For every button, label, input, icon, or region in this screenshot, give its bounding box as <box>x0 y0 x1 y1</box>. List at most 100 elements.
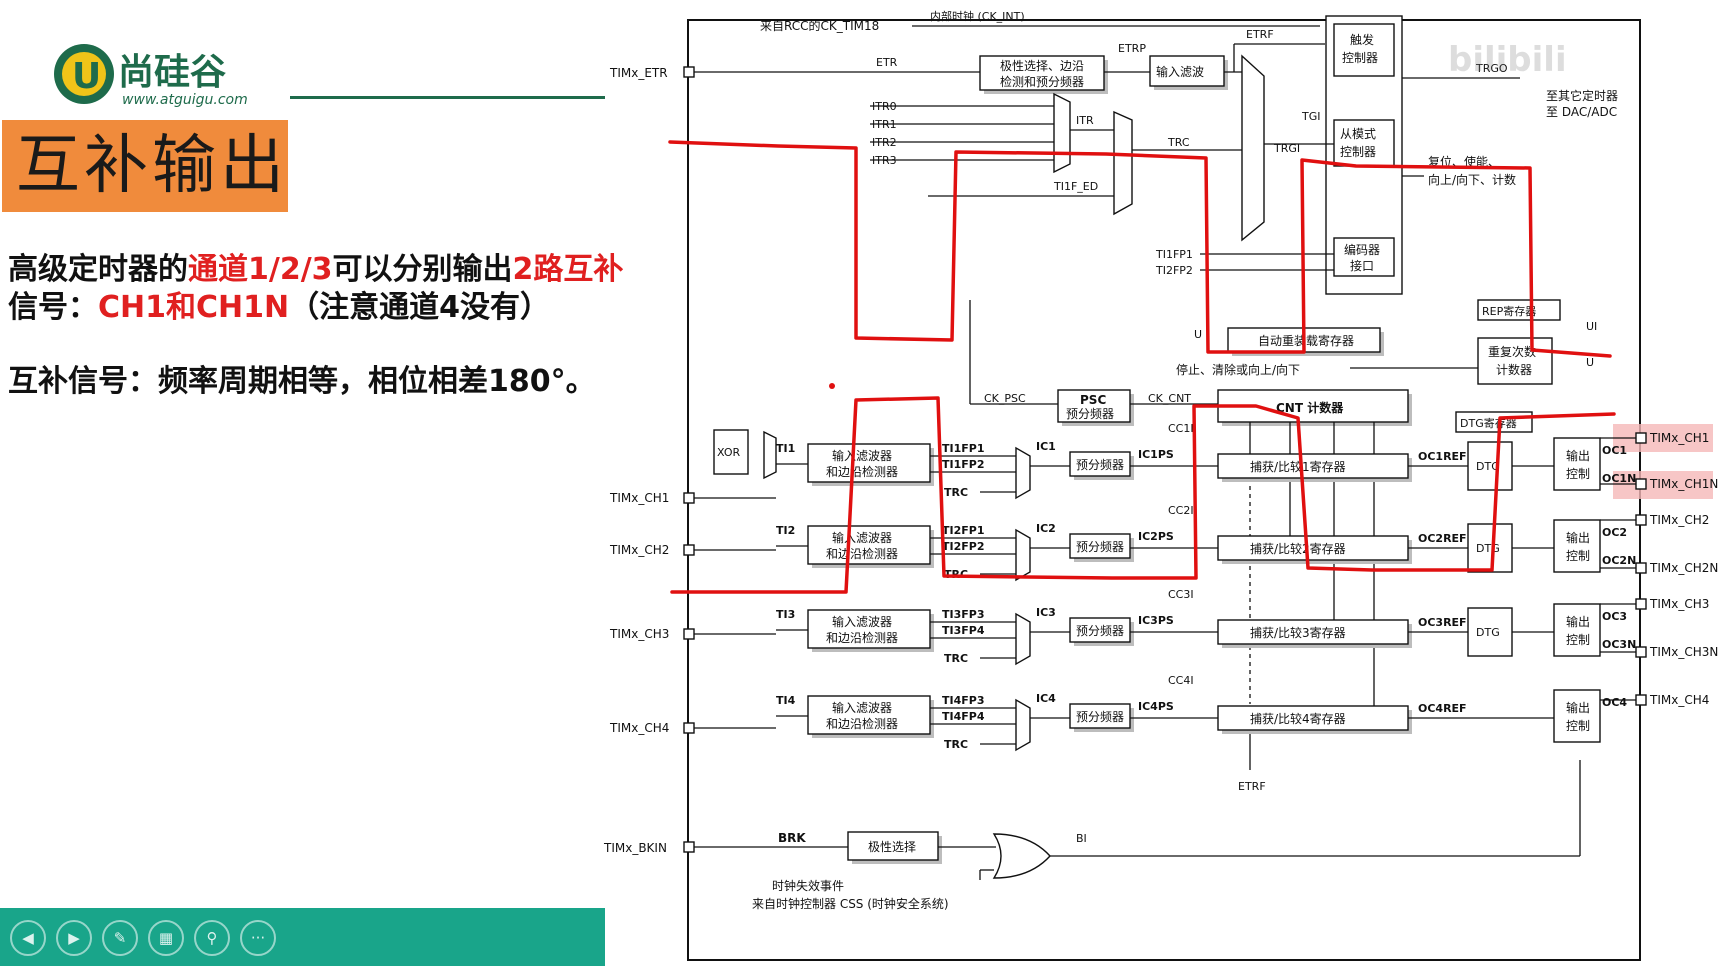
output-label-2: 控制 <box>1566 633 1590 647</box>
output-control <box>1554 438 1600 490</box>
title-banner: 互补输出 <box>2 120 288 212</box>
ocref-label: OC1REF <box>1418 450 1467 463</box>
ic-label: IC2 <box>1036 522 1056 535</box>
cnt-label: CNT 计数器 <box>1276 400 1344 415</box>
trc-label: TRC <box>944 652 968 665</box>
filter-label-2: 和边沿检测器 <box>826 464 898 479</box>
filter-label-2: 和边沿检测器 <box>826 546 898 561</box>
output-label-2: 控制 <box>1566 719 1590 733</box>
ic-label: IC1 <box>1036 440 1056 453</box>
filter-label-1: 输入滤波器 <box>832 700 892 715</box>
ti-label: TI3 <box>776 608 795 621</box>
ic-label: IC4 <box>1036 692 1056 705</box>
ti1-mux <box>764 432 776 478</box>
fp-a-label: TI3FP3 <box>942 608 984 621</box>
prescaler-label: 预分频器 <box>1076 624 1124 638</box>
pin-label-right: TIMx_CH3 <box>1649 597 1709 611</box>
ocn-label: OC2N <box>1602 554 1636 567</box>
rep-counter-label-2: 计数器 <box>1496 362 1532 377</box>
pin-label-right: TIMx_CH1 <box>1649 431 1709 445</box>
trc-mux <box>1114 112 1132 214</box>
oc-label: OC2 <box>1602 526 1627 539</box>
etrf-label: ETRF <box>1246 28 1274 41</box>
rep-counter-label-1: 重复次数 <box>1488 344 1536 359</box>
output-label-1: 输出 <box>1566 448 1590 463</box>
filter-label-2: 和边沿检测器 <box>826 716 898 731</box>
video-watermark: bilibili <box>1448 40 1567 80</box>
trc-label: TRC <box>944 738 968 751</box>
output-label-2: 控制 <box>1566 467 1590 481</box>
prescaler-label: 预分频器 <box>1076 710 1124 724</box>
filter-label-2: 和边沿检测器 <box>826 630 898 645</box>
to-timer-label: 至其它定时器 <box>1546 88 1618 103</box>
ic-mux <box>1016 614 1030 664</box>
trigger-controller <box>1334 24 1394 76</box>
channel-4-row: TI4输入滤波器和边沿检测器TI4FP3TI4FP4TRCIC4预分频器IC4P… <box>776 674 1627 751</box>
header-rule <box>290 96 605 99</box>
right-pin-5: TIMx_CH3 <box>1600 597 1709 611</box>
ck-int-label: 内部时钟 (CK_INT) <box>930 9 1025 23</box>
ocn-label: OC3N <box>1602 638 1636 651</box>
trgi-mux <box>1242 56 1264 240</box>
filter-label-1: 输入滤波器 <box>832 530 892 545</box>
etrf-bottom-label: ETRF <box>1238 780 1266 793</box>
pin-label-ch4: TIMx_CH4 <box>609 721 669 735</box>
polarity-label-1: 极性选择、边沿 <box>1000 59 1084 73</box>
itr-label: ITR <box>1076 114 1094 127</box>
ic-mux <box>1016 700 1030 750</box>
ti-label: TI4 <box>776 694 796 707</box>
ocn-label: OC1N <box>1602 472 1636 485</box>
clock-fail-label: 时钟失效事件 <box>772 878 844 893</box>
slide-grid-button[interactable]: ▦ <box>148 920 184 956</box>
etr-label: ETR <box>876 56 898 69</box>
brk-or-gate <box>994 834 1050 878</box>
right-pin-3: TIMx_CH2 <box>1600 513 1709 527</box>
ocref-label: OC3REF <box>1418 616 1467 629</box>
prescaler-label: 预分频器 <box>1076 540 1124 554</box>
trc-label: TRC <box>1167 136 1190 149</box>
etrp-label: ETRP <box>1118 42 1146 55</box>
ti-label: TI1 <box>776 442 795 455</box>
prev-slide-button[interactable]: ◀ <box>10 920 46 956</box>
icps-label: IC2PS <box>1138 530 1174 543</box>
pin-label-right: TIMx_CH4 <box>1649 693 1709 707</box>
trigger-label-1: 触发 <box>1350 32 1374 47</box>
ic-mux <box>1016 530 1030 580</box>
fp-a-label: TI2FP1 <box>942 524 984 537</box>
rep-register-label: REP寄存器 <box>1482 304 1536 318</box>
pin-label-right: TIMx_CH3N <box>1649 645 1718 659</box>
desc-line-2: 信号：CH1和CH1N（注意通道4没有） <box>8 282 550 326</box>
ti-label: TI2 <box>776 524 795 537</box>
fp-b-label: TI4FP4 <box>942 710 985 723</box>
ti1f-ed-label: TI1F_ED <box>1053 180 1098 193</box>
annotation-dot <box>829 383 835 389</box>
pin-label-ch1: TIMx_CH1 <box>609 491 669 505</box>
channel-1-row: TI1输入滤波器和边沿检测器TI1FP1TI1FP2TRCIC1预分频器IC1P… <box>776 422 1636 499</box>
desc-line-3: 互补信号：频率周期相等，相位相差180°。 <box>8 356 596 400</box>
fp-b-label: TI1FP2 <box>942 458 984 471</box>
dtg-label: DTG <box>1476 626 1500 639</box>
cci-label: CC4I <box>1168 674 1194 687</box>
cci-label: CC2I <box>1168 504 1194 517</box>
logo-brand: 尚硅谷 <box>118 52 226 93</box>
prescaler-label: 预分频器 <box>1076 458 1124 472</box>
trc-label: TRC <box>944 486 968 499</box>
dtg-label: DTG <box>1476 542 1500 555</box>
logo-url: www.atguigu.com <box>122 92 248 108</box>
fp-a-label: TI4FP3 <box>942 694 984 707</box>
ocref-label: OC2REF <box>1418 532 1467 545</box>
slave-label-1: 从模式 <box>1340 127 1376 141</box>
u-label-right: U <box>1586 356 1594 369</box>
next-slide-button[interactable]: ▶ <box>56 920 92 956</box>
slave-label-2: 控制器 <box>1340 145 1376 159</box>
icps-label: IC3PS <box>1138 614 1174 627</box>
filter-label-1: 输入滤波器 <box>832 448 892 463</box>
filter-label-1: 输入滤波器 <box>832 614 892 629</box>
fp-b-label: TI2FP2 <box>942 540 984 553</box>
ti1fp1-label: TI1FP1 <box>1155 248 1193 261</box>
zoom-button[interactable]: ⚲ <box>194 920 230 956</box>
ck-psc-label: CK_PSC <box>984 392 1026 405</box>
more-options-button[interactable]: ··· <box>240 920 276 956</box>
pen-tool-button[interactable]: ✎ <box>102 920 138 956</box>
pin-bkin <box>684 842 694 852</box>
